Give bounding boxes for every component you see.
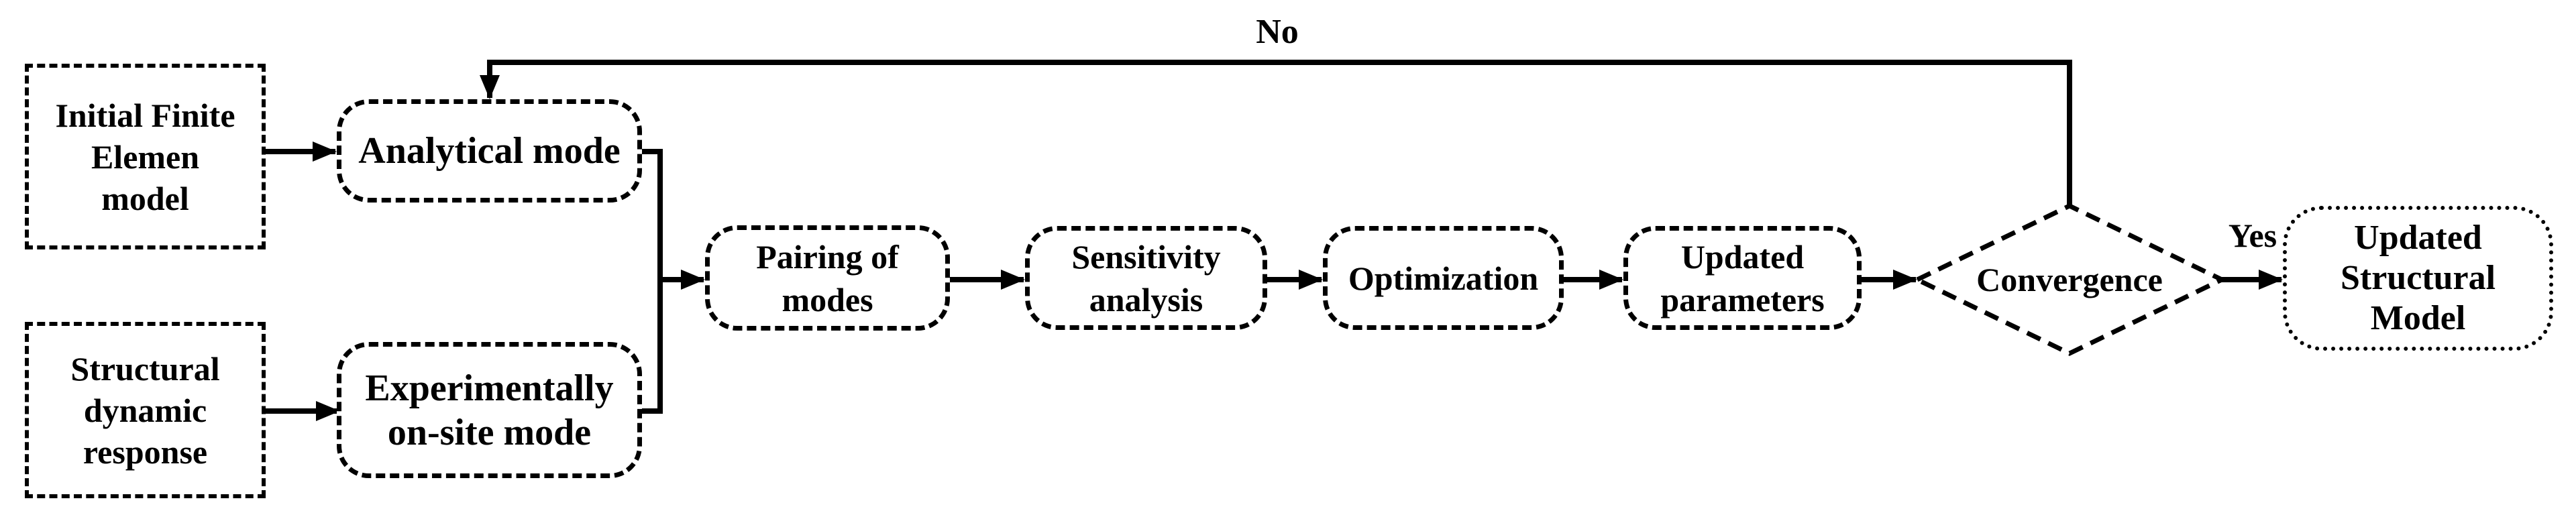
node-analytical-mode: Analytical mode	[337, 99, 642, 203]
node-optimization-label: Optimization	[1348, 259, 1539, 297]
edge-merge-bracket	[642, 149, 663, 414]
edge-label-yes: Yes	[2228, 217, 2277, 254]
node-sensitivity-line2: analysis	[1089, 280, 1203, 319]
node-updated-structural-model: Updated Structural Model	[2283, 206, 2553, 351]
edge-label-no: No	[1256, 13, 1299, 51]
node-pairing-line1: Pairing of	[756, 237, 899, 276]
node-structural-dynamic-response: Structural dynamic response	[25, 322, 266, 498]
node-sensitivity-analysis: Sensitivity analysis	[1025, 226, 1267, 330]
node-updated-parameters-line2: parameters	[1660, 280, 1825, 319]
node-updated-model-line3: Model	[2370, 299, 2466, 337]
convergence-text: Convergence	[1976, 261, 2163, 298]
node-pairing-of-modes: Pairing of modes	[705, 225, 950, 331]
node-updated-model-line1: Updated	[2354, 219, 2482, 257]
node-structural-line1: Structural	[70, 349, 220, 388]
node-initial-fe-model-line1: Initial Finite	[55, 96, 235, 134]
node-experimental-mode: Experimentally on-site mode	[337, 342, 642, 478]
node-initial-fe-model-line2: Elemen	[91, 137, 200, 176]
node-updated-parameters: Updated parameters	[1623, 226, 1862, 330]
node-analytical-mode-label: Analytical mode	[358, 130, 621, 172]
node-experimental-line2: on-site mode	[387, 411, 592, 453]
node-pairing-line2: modes	[782, 280, 873, 319]
node-initial-fe-model-line3: model	[101, 179, 189, 217]
node-structural-line2: dynamic	[83, 391, 207, 429]
node-optimization: Optimization	[1323, 226, 1564, 330]
node-convergence-label: Convergence	[1932, 255, 2207, 304]
node-initial-fe-model: Initial Finite Elemen model	[25, 64, 266, 249]
node-experimental-line1: Experimentally	[365, 367, 614, 409]
node-updated-parameters-line1: Updated	[1680, 237, 1805, 276]
node-structural-line3: response	[83, 433, 208, 471]
node-sensitivity-line1: Sensitivity	[1071, 237, 1221, 276]
convergence-diamond	[1911, 203, 2228, 356]
edge-no-feedback	[480, 60, 2072, 206]
node-updated-model-line2: Structural	[2340, 259, 2496, 297]
